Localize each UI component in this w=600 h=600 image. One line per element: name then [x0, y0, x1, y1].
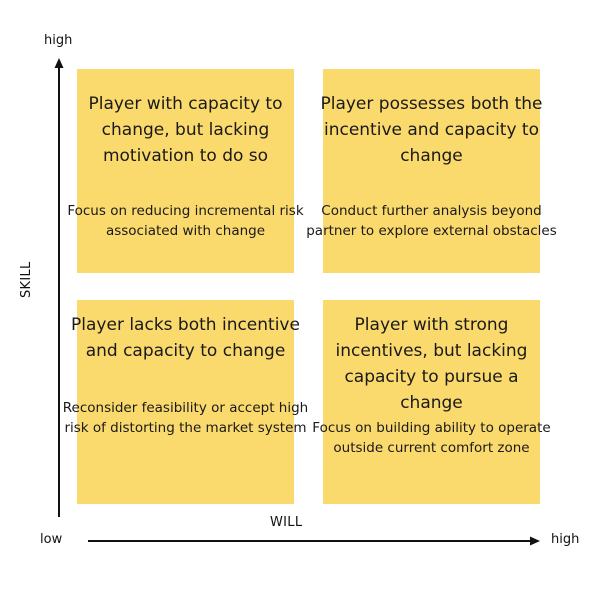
- x-axis-arrowhead-icon: [530, 536, 540, 546]
- quadrant-title: Player possesses both the incentive and …: [320, 94, 543, 166]
- y-axis-title: SKILL: [19, 261, 34, 298]
- quadrant-body: Conduct further analysis beyond partner …: [306, 203, 557, 239]
- y-axis-high-label: high: [44, 33, 73, 48]
- x-axis-low-label: low: [40, 532, 63, 547]
- y-axis-arrowhead-icon: [54, 58, 64, 68]
- quadrant-body: Focus on building ability to operate out…: [312, 420, 551, 456]
- quadrant-top-right: Player possesses both the incentive and …: [306, 69, 557, 273]
- quadrant-title: Player lacks both incentive and capacity…: [71, 315, 300, 361]
- quadrant-bottom-left: Player lacks both incentive and capacity…: [63, 300, 308, 504]
- x-axis-title: WILL: [270, 515, 303, 530]
- quadrant-title: Player with strong incentives, but lacki…: [335, 315, 528, 413]
- x-axis-high-label: high: [551, 532, 580, 547]
- quadrant-body: Focus on reducing incremental risk assoc…: [67, 203, 304, 239]
- quadrant-body: Reconsider feasibility or accept high ri…: [62, 400, 309, 436]
- quadrant-top-left: Player with capacity to change, but lack…: [67, 69, 304, 273]
- quadrant-title: Player with capacity to change, but lack…: [88, 94, 283, 166]
- quadrant-bottom-right: Player with strong incentives, but lacki…: [312, 300, 551, 504]
